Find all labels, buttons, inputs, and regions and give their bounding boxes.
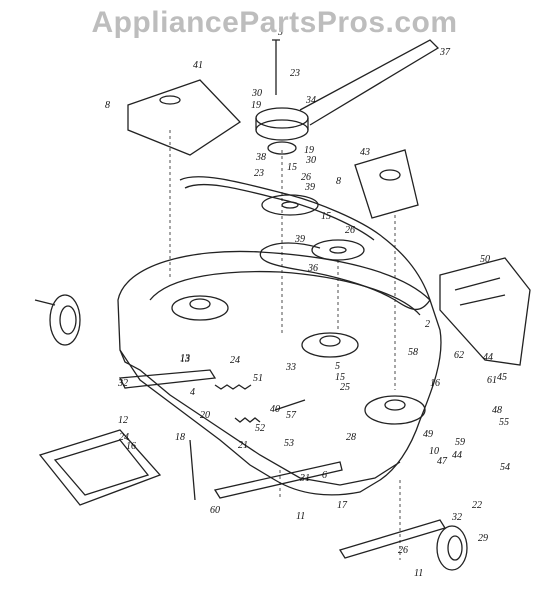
spring xyxy=(214,384,252,390)
callout-3: 3 xyxy=(277,27,283,38)
discharge-chute xyxy=(439,257,531,366)
callout-8: 8 xyxy=(105,100,110,111)
callout-29: 29 xyxy=(478,533,488,544)
callout-15: 15 xyxy=(287,162,297,173)
center-spindle xyxy=(301,332,359,358)
callout-22: 22 xyxy=(472,500,482,511)
callout-48: 48 xyxy=(492,405,502,416)
callout-25: 25 xyxy=(340,382,350,393)
callout-13: 13 xyxy=(180,354,190,365)
callout-37: 37 xyxy=(439,47,451,58)
callout-40: 40 xyxy=(270,404,280,415)
callout-24: 24 xyxy=(230,355,240,366)
idler-pulley-2 xyxy=(311,239,365,261)
callout-16: 16 xyxy=(126,441,136,452)
belt-cover-left xyxy=(127,79,242,156)
bolt xyxy=(272,39,280,95)
callout-57: 57 xyxy=(286,410,297,421)
callout-32: 32 xyxy=(117,378,128,389)
belt-main-inner xyxy=(184,183,375,241)
callout-47: 47 xyxy=(437,456,448,467)
callout-6: 6 xyxy=(322,470,327,481)
callout-41: 41 xyxy=(193,60,203,71)
belt-upper xyxy=(299,39,440,126)
callout-11: 11 xyxy=(414,568,423,579)
deck-skirt xyxy=(119,349,401,486)
callout-31: 31 xyxy=(299,473,310,484)
belt-main xyxy=(179,176,431,311)
belt-cover-right xyxy=(354,149,419,219)
rear-wheel xyxy=(436,525,468,571)
callout-54: 54 xyxy=(500,462,510,473)
deck-inner-rim xyxy=(149,270,421,316)
callout-16: 16 xyxy=(430,378,440,389)
callout-45: 45 xyxy=(497,372,507,383)
callout-44: 44 xyxy=(483,352,493,363)
callout-4: 4 xyxy=(190,387,195,398)
callout-60: 60 xyxy=(210,505,220,516)
callout-2: 2 xyxy=(425,319,430,330)
callout-50: 50 xyxy=(480,254,490,265)
callout-61: 61 xyxy=(487,375,497,386)
callout-13: 13 xyxy=(180,353,190,364)
idler-pulley xyxy=(261,194,319,216)
callout-26: 26 xyxy=(345,225,355,236)
callout-30: 30 xyxy=(305,155,316,166)
callout-20: 20 xyxy=(200,410,210,421)
callout-33: 33 xyxy=(285,362,296,373)
callout-5: 5 xyxy=(335,361,340,372)
callout-26: 26 xyxy=(398,545,408,556)
callout-23: 23 xyxy=(290,68,300,79)
blade-left xyxy=(118,369,217,389)
callout-39: 39 xyxy=(294,234,305,245)
baffle-frame xyxy=(38,429,162,506)
callout-23: 23 xyxy=(254,168,264,179)
callout-51: 51 xyxy=(253,373,263,384)
callout-55: 55 xyxy=(499,417,509,428)
callout-19: 19 xyxy=(304,145,314,156)
callout-38: 38 xyxy=(255,152,266,163)
callout-24: 24 xyxy=(119,432,129,443)
callout-62: 62 xyxy=(454,350,464,361)
callout-39: 39 xyxy=(304,182,315,193)
callout-58: 58 xyxy=(408,347,418,358)
front-wheel xyxy=(49,294,81,346)
callout-53: 53 xyxy=(284,438,294,449)
callout-19: 19 xyxy=(251,100,261,111)
rod xyxy=(189,439,196,501)
callout-32: 32 xyxy=(451,512,462,523)
callout-15: 15 xyxy=(321,211,331,222)
callout-59: 59 xyxy=(455,437,465,448)
callout-30: 30 xyxy=(251,88,262,99)
callout-15: 15 xyxy=(335,372,345,383)
left-spindle xyxy=(171,295,229,321)
watermark: AppliancePartsPros.com xyxy=(91,6,458,39)
callout-49: 49 xyxy=(423,429,433,440)
callout-8: 8 xyxy=(336,176,341,187)
mower-deck-housing xyxy=(117,250,442,496)
callout-11: 11 xyxy=(296,511,305,522)
callout-26: 26 xyxy=(301,172,311,183)
callout-52: 52 xyxy=(255,423,265,434)
callout-10: 10 xyxy=(429,446,439,457)
spring-2 xyxy=(234,417,261,423)
callout-44: 44 xyxy=(452,450,462,461)
callout-18: 18 xyxy=(175,432,185,443)
callout-28: 28 xyxy=(346,432,356,443)
right-spindle xyxy=(364,395,426,425)
callout-21: 21 xyxy=(238,440,248,451)
callout-43: 43 xyxy=(360,147,370,158)
callout-17: 17 xyxy=(337,500,348,511)
blade-right xyxy=(338,519,447,559)
blade-center xyxy=(213,461,343,499)
callout-12: 12 xyxy=(118,415,128,426)
upper-pulley xyxy=(255,107,309,129)
callout-36: 36 xyxy=(307,263,318,274)
callout-34: 34 xyxy=(305,95,316,106)
